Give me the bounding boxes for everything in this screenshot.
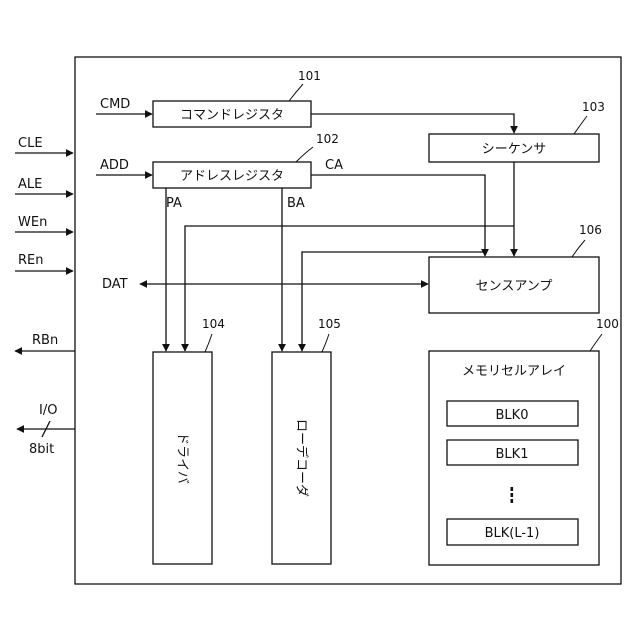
external-signal-ren: REn <box>15 253 73 271</box>
memory-block-label: BLK(L-1) <box>485 526 540 541</box>
driver-ref: 104 <box>202 317 225 331</box>
row-decoder-ref: 105 <box>318 317 341 331</box>
sequencer-ref: 103 <box>582 100 605 114</box>
memory-block-label: BLK0 <box>496 408 529 423</box>
external-signal-wen: WEn <box>15 215 73 232</box>
memory-block-ellipsis <box>511 487 514 503</box>
row-decoder-label: ローデコーダ <box>294 419 310 497</box>
add-label: ADD <box>100 158 129 173</box>
memory-block-last: BLK(L-1) <box>447 519 578 545</box>
io-width-label: 8bit <box>29 442 54 457</box>
command-register-label: コマンドレジスタ <box>180 108 284 123</box>
memory-array-ref: 100 <box>596 317 619 331</box>
ba-label: BA <box>287 196 305 211</box>
command-register-ref: 101 <box>298 69 321 83</box>
io-label: I/O <box>39 403 57 418</box>
address-register-label: アドレスレジスタ <box>180 169 284 184</box>
memory-block-0: BLK0 <box>447 401 578 426</box>
external-signal-ale: ALE <box>15 177 73 194</box>
external-signal-rbn: RBn <box>15 333 75 351</box>
cmd-label: CMD <box>100 97 130 112</box>
driver-label: ドライバ <box>175 432 190 484</box>
memory-block-1: BLK1 <box>447 440 578 465</box>
pa-label: PA <box>166 196 182 211</box>
sequencer-label: シーケンサ <box>482 142 547 157</box>
sense-amp-ref: 106 <box>579 223 602 237</box>
wen-label: WEn <box>18 215 47 230</box>
memory-array-label: メモリセルアレイ <box>462 364 566 379</box>
memory-block-label: BLK1 <box>496 447 529 462</box>
dat-label: DAT <box>102 277 128 292</box>
ale-label: ALE <box>18 177 42 192</box>
rbn-label: RBn <box>32 333 58 348</box>
sense-amp-label: センスアンプ <box>476 279 553 294</box>
ren-label: REn <box>18 253 44 268</box>
address-register-ref: 102 <box>316 132 339 146</box>
external-signal-cle: CLE <box>15 136 73 153</box>
ca-label: CA <box>325 158 343 173</box>
cle-label: CLE <box>18 136 43 151</box>
external-signal-io: I/O 8bit <box>17 403 75 457</box>
